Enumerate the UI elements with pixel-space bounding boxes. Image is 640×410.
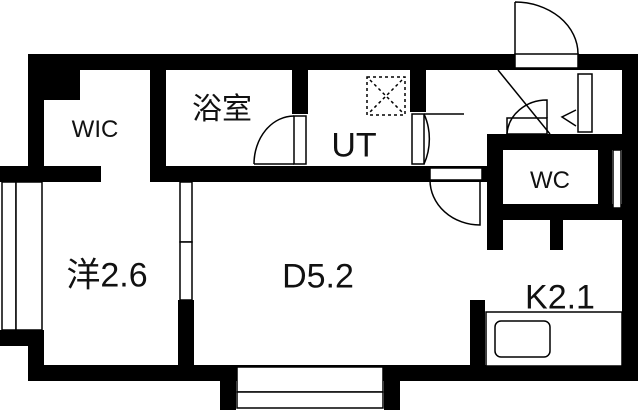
- wall-western-dining-top: [178, 166, 194, 182]
- hall-door-frame: [429, 167, 483, 181]
- room-label-ut: UT: [331, 126, 377, 165]
- entrance-step-line: [497, 69, 551, 135]
- wall-right: [622, 54, 638, 380]
- room-label-western: 洋2.6: [66, 256, 148, 295]
- door-swings: [253, 1, 579, 226]
- entrance-door-frame: [514, 53, 579, 69]
- wic-corner: [28, 54, 80, 100]
- window-left: [1, 181, 17, 331]
- wall-ut-right: [410, 54, 426, 112]
- vent-icon: [366, 76, 406, 116]
- wall-wc-right: [598, 150, 612, 210]
- wall-western-dining: [178, 300, 194, 380]
- wall-bath-ut: [292, 54, 308, 114]
- room-label-wic: WIC: [71, 116, 119, 143]
- wall-wc-left: [487, 134, 503, 250]
- window-bottom: [236, 366, 384, 393]
- wall-kitchen-left: [470, 300, 485, 370]
- window-wc: [612, 149, 622, 209]
- sliding-door-western: [179, 181, 193, 243]
- wall-top: [28, 54, 638, 70]
- window-bottom-2: [236, 391, 384, 409]
- room-label-dining: D5.2: [282, 257, 354, 296]
- window-left-inner: [15, 181, 43, 331]
- wall-wic-bottom: [0, 166, 101, 182]
- entrance-door-swing: [514, 1, 579, 55]
- wall-mid-horizontal: [150, 166, 490, 182]
- sliding-door-western-2: [179, 241, 193, 301]
- room-label-wc: WC: [530, 167, 570, 194]
- wc-door-swing: [506, 99, 548, 135]
- wall-window-left: [220, 365, 236, 410]
- shoe-box: [577, 73, 593, 133]
- wall-window-right: [384, 365, 400, 410]
- wall-bath-left: [150, 54, 166, 182]
- walls: [0, 54, 638, 410]
- bath-door-swing: [253, 115, 295, 165]
- wall-kitchen-stub: [550, 220, 563, 250]
- room-label-bath: 浴室: [192, 93, 252, 126]
- openings: [1, 53, 623, 409]
- room-label-kitchen: K2.1: [525, 278, 595, 317]
- wall-wc-bottom: [487, 204, 622, 220]
- hall-door-swing: [429, 179, 481, 226]
- bath-door-frame: [293, 115, 307, 165]
- ut-door-frame: [411, 113, 425, 165]
- wc-door-frame: [506, 117, 548, 135]
- sink: [494, 320, 551, 358]
- ut-door-swing: [423, 113, 464, 165]
- wall-wc-top: [487, 134, 622, 150]
- arrow-icon: [560, 109, 577, 127]
